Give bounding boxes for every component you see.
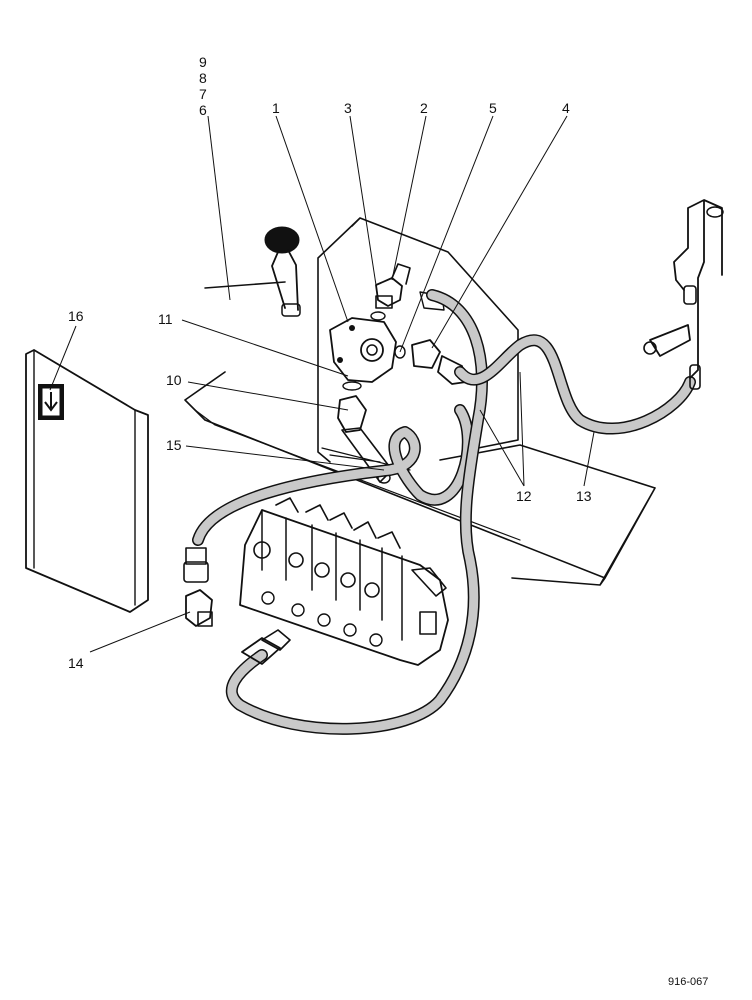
callout-13: 13 [576,488,592,504]
callout-10: 10 [166,372,182,388]
callout-7: 7 [199,86,207,102]
callout-12: 12 [516,488,532,504]
side-cover-panel [25,349,149,613]
callout-3: 3 [344,100,352,116]
callout-9: 9 [199,54,207,70]
floor-plate [184,281,656,586]
frame-pipe [643,199,724,390]
hoses [192,289,696,735]
callouts: 9 8 7 6 1 3 2 5 4 16 11 10 15 12 13 14 [68,54,592,671]
callout-11: 11 [158,311,173,327]
callout-1: 1 [272,100,280,116]
callout-8: 8 [199,70,207,86]
hose-end-fitting [241,629,291,665]
selector-valve [329,311,397,391]
straight-fitting [183,547,209,583]
callout-15: 15 [166,437,182,453]
control-valve-stack [239,497,449,666]
callout-14: 14 [68,655,84,671]
callout-5: 5 [489,100,497,116]
valve-mounting-panel [317,217,519,471]
leader-lines [49,115,595,653]
control-lever [264,226,301,317]
elbow-fitting-lower [185,589,213,627]
figure-number: 916-067 [668,976,708,988]
callout-16: 16 [68,308,84,324]
elbow-fitting-upper [375,263,411,309]
callout-4: 4 [562,100,570,116]
callout-2: 2 [420,100,428,116]
callout-6: 6 [199,102,207,118]
